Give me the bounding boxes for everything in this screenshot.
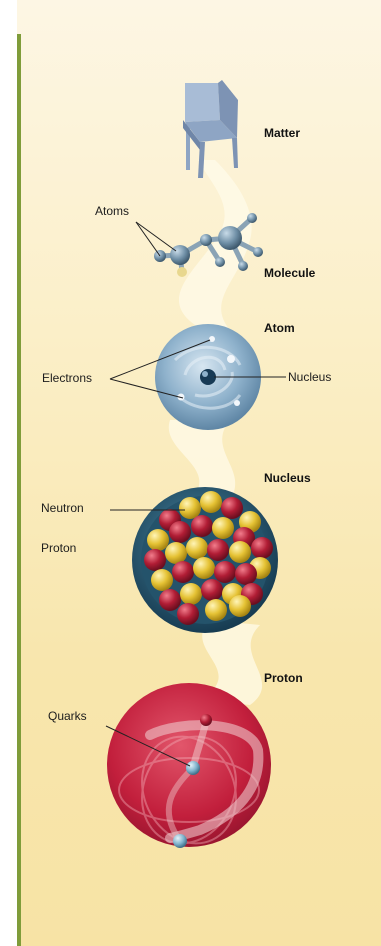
neutron-particle <box>165 542 187 564</box>
neutron-particle <box>200 491 222 513</box>
proton-particle <box>201 579 223 601</box>
proton-particle <box>169 521 191 543</box>
title-nucleus: Nucleus <box>264 471 311 485</box>
label-nucleus: Nucleus <box>288 370 331 384</box>
proton-illustration <box>107 683 271 859</box>
neutron-particle <box>147 529 169 551</box>
proton-particle <box>159 589 181 611</box>
neutron-particle <box>180 583 202 605</box>
neutron-particle <box>151 569 173 591</box>
title-matter: Matter <box>264 126 300 140</box>
proton-particle <box>177 603 199 625</box>
neutron-particle <box>229 541 251 563</box>
label-proton: Proton <box>41 541 76 555</box>
title-molecule: Molecule <box>264 266 315 280</box>
proton-particle <box>207 539 229 561</box>
neutron-particle <box>179 497 201 519</box>
proton-particle <box>172 561 194 583</box>
label-quarks: Quarks <box>48 709 87 723</box>
title-atom: Atom <box>264 321 295 335</box>
neutron-particle <box>186 537 208 559</box>
neutron-particle <box>205 599 227 621</box>
label-electrons: Electrons <box>42 371 92 385</box>
neutron-particle <box>229 595 251 617</box>
nucleus-illustration <box>132 487 278 633</box>
title-proton: Proton <box>264 671 303 685</box>
label-atoms: Atoms <box>95 204 129 218</box>
neutron-particle <box>193 557 215 579</box>
label-neutron: Neutron <box>41 501 84 515</box>
neutron-particle <box>212 517 234 539</box>
proton-particle <box>251 537 273 559</box>
proton-particle <box>221 497 243 519</box>
proton-particle <box>191 515 213 537</box>
proton-particle <box>235 563 257 585</box>
proton-particle <box>214 561 236 583</box>
proton-particle <box>144 549 166 571</box>
